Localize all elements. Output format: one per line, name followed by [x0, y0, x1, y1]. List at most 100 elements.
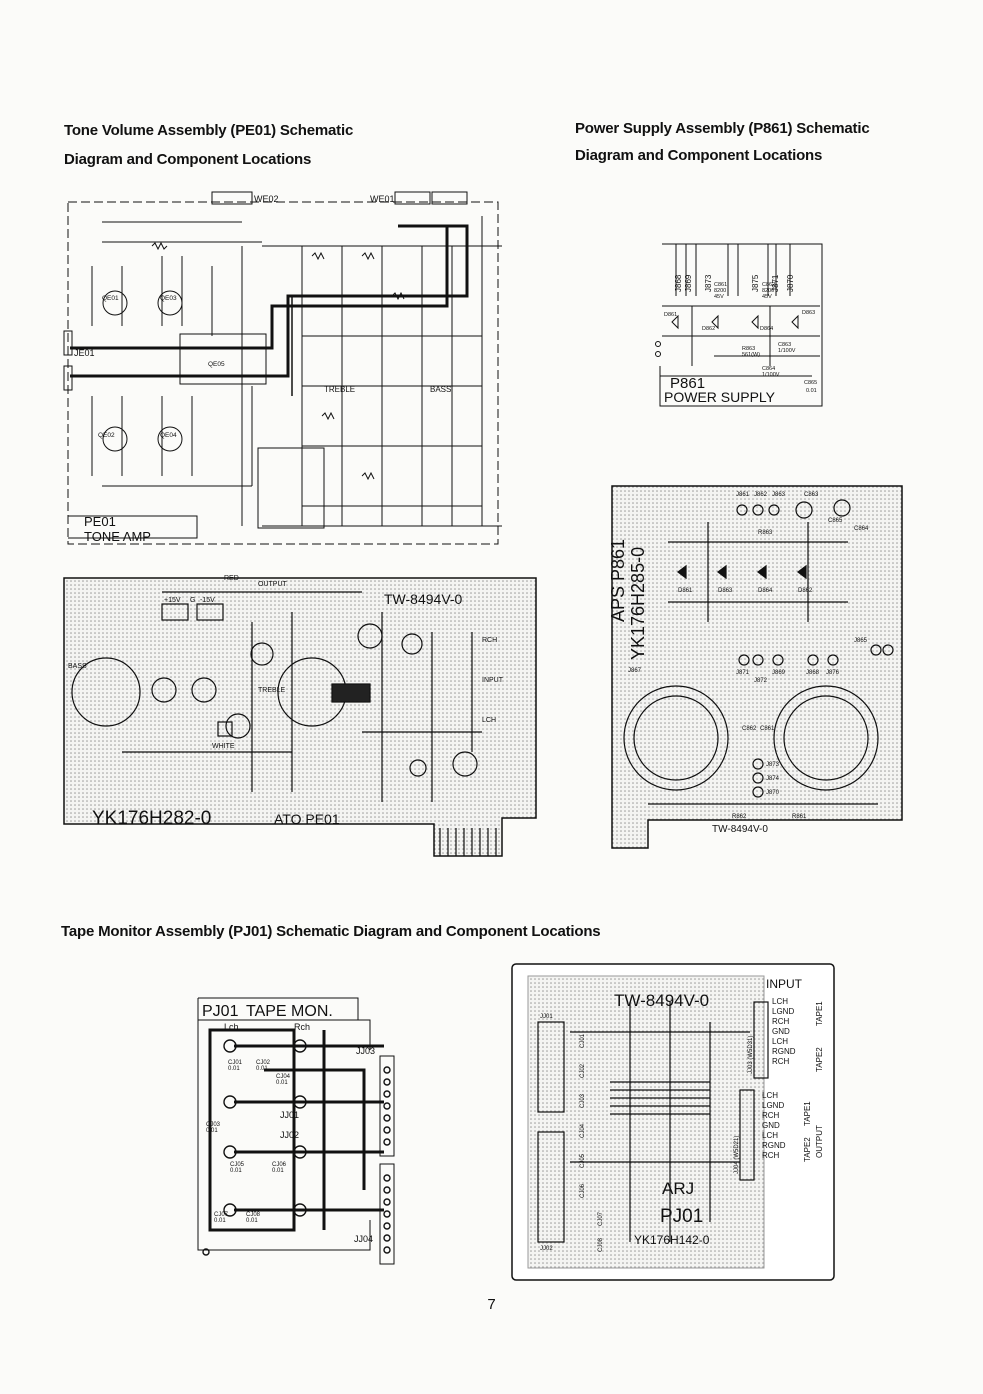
power-pcb-label-j863: J863 — [772, 492, 786, 498]
power-pcb-part-j876: J876 — [826, 670, 840, 676]
tape-schem-connector-jj02: JJ02 — [280, 1130, 299, 1140]
tape-pcb-jack-jj04: JJ04 (W5D21) — [734, 1136, 740, 1174]
tape-schem-connector-jj04: JJ04 — [354, 1234, 373, 1244]
power-schem-jumper-j873: J873 — [704, 274, 713, 292]
tape-pcb-input-pin-4: GND — [772, 1027, 790, 1036]
tape-pcb-board-code: YK176H142-0 — [634, 1233, 710, 1247]
tone-pcb-label-white: WHITE — [212, 743, 235, 750]
power-schem-part-c861-value: 8200 — [714, 288, 726, 294]
tape-schem-cap-cj01-value: 0.01 — [228, 1066, 240, 1072]
power-pcb-part-d861: D861 — [678, 588, 693, 594]
power-schem-jumper-j870: J870 — [786, 274, 795, 292]
power-heading-line2: Diagram and Component Locations — [575, 147, 823, 164]
power-schem-part-c862-voltage: 45V — [762, 294, 772, 300]
tape-pcb-cap-cj03: CJ03 — [580, 1093, 586, 1108]
power-schem-part-r863-value: 561(W) — [742, 352, 760, 358]
power-pcb-label-j862: J862 — [754, 492, 768, 498]
power-schem-part-r863: R863 — [742, 346, 755, 352]
tone-pcb-label-red: RED — [224, 575, 239, 582]
power-pcb-part-c861: C861 — [760, 726, 775, 732]
tone-schematic-diagram: WE02 WE01 JE01 QE01 QE03 QE02 QE04 QE05 … — [63, 191, 502, 545]
tape-schem-cap-cj08: CJ08 — [246, 1212, 261, 1218]
power-schem-part-d864: D864 — [760, 326, 773, 332]
tape-pcb-jack-jj02: JJ02 — [540, 1246, 553, 1252]
power-schem-part-c862: C862 — [762, 282, 775, 288]
power-pcb-part-j868: J868 — [806, 670, 820, 676]
tape-pcb-cap-cj02: CJ02 — [580, 1063, 586, 1078]
tone-schem-connector-we01: WE01 — [370, 194, 395, 204]
power-schematic-diagram: J868 J869 J873 J875 J871 J870 C861 8200 … — [655, 243, 823, 407]
power-pcb-part-c862: C862 — [742, 726, 757, 732]
power-schem-board-name: POWER SUPPLY — [664, 389, 776, 405]
tape-schem-cap-cj08-value: 0.01 — [246, 1218, 258, 1224]
tape-schem-cap-cj02: CJ02 — [256, 1060, 271, 1066]
tone-pcb-label-bass: BASS — [68, 663, 87, 670]
tape-pcb-input-tape2: TAPE2 — [815, 1047, 824, 1072]
power-pcb-side-name: APS P861 — [608, 539, 628, 622]
tape-pcb-part-number: TW-8494V-0 — [614, 991, 709, 1010]
tape-pcb-board-id: PJ01 — [660, 1206, 703, 1227]
tone-pcb-label-lch: LCH — [482, 717, 496, 724]
tone-pcb-label-output: OUTPUT — [258, 581, 288, 588]
tape-schem-cap-cj05-value: 0.01 — [230, 1168, 242, 1174]
tone-schem-board-name: TONE AMP — [84, 529, 151, 544]
power-pcb-part-j871: J871 — [736, 670, 750, 676]
power-schem-part-c863-value: 1/100V — [778, 348, 796, 354]
tone-schem-transistor-qe01: QE01 — [102, 295, 119, 302]
tone-pcb-label-rch: RCH — [482, 637, 497, 644]
tone-pcb-part-number: TW-8494V-0 — [384, 591, 463, 607]
tone-schem-transistor-qe02: QE02 — [98, 432, 115, 439]
tone-pcb-label-plus15v: +15V — [164, 597, 181, 604]
tape-schem-cap-cj06-value: 0.01 — [272, 1168, 284, 1174]
tape-pcb-output-pin-1: LCH — [762, 1091, 778, 1100]
tone-pcb-assembly: ATO PE01 — [274, 811, 340, 827]
power-heading-line1: Power Supply Assembly (P861) Schematic — [575, 120, 870, 137]
tape-pcb-jack-jj03: JJ03 (W5D31) — [748, 1036, 754, 1074]
power-pcb-part-d863: D863 — [718, 588, 733, 594]
tone-heading-line1: Tone Volume Assembly (PE01) Schematic — [64, 122, 354, 139]
tape-pcb-input-pin-2: LGND — [772, 1007, 794, 1016]
power-schem-part-c862-value: 8200 — [762, 288, 774, 294]
power-schem-part-c863: C863 — [778, 342, 791, 348]
power-schem-part-c865-value: 0.01 — [806, 388, 817, 394]
tone-pcb-label-g: G — [190, 597, 195, 604]
power-schem-part-d862: D862 — [702, 326, 715, 332]
power-pcb-label-c863: C863 — [804, 492, 819, 498]
tape-pcb-cap-cj04: CJ04 — [580, 1123, 586, 1138]
power-schem-jumper-j875: J875 — [751, 274, 760, 292]
tape-pcb-input-tape1: TAPE1 — [815, 1001, 824, 1026]
power-schem-jumper-j869: J869 — [684, 274, 693, 292]
power-schem-part-c861: C861 — [714, 282, 727, 288]
tone-pcb-label-minus15v: -15V — [200, 597, 215, 604]
power-pcb-label-r862: R862 — [732, 814, 747, 820]
tone-pcb-layout: TW-8494V-0 YK176H282-0 ATO PE01 BASS TRE… — [63, 575, 537, 857]
tape-pcb-assembly: ARJ — [662, 1179, 694, 1198]
tape-schem-channel-lch: Lch — [224, 1022, 239, 1032]
tape-pcb-layout: TW-8494V-0 INPUT LCH LGND RCH GND LCH RG… — [511, 963, 835, 1281]
tape-schem-cap-cj01: CJ01 — [228, 1060, 243, 1066]
tape-heading: Tape Monitor Assembly (PJ01) Schematic D… — [61, 923, 601, 940]
power-schem-part-c861-voltage: 45V — [714, 294, 724, 300]
tape-schem-connector-jj03: JJ03 — [356, 1046, 375, 1056]
power-pcb-label-j861: J861 — [736, 492, 750, 498]
tape-schem-connector-jj01: JJ01 — [280, 1110, 299, 1120]
tone-pcb-label-input: INPUT — [482, 677, 504, 684]
tone-pcb-label-treble: TREBLE — [258, 687, 286, 694]
tone-pcb-board-code: YK176H282-0 — [92, 808, 211, 829]
tone-schem-transistor-qe05: QE05 — [208, 361, 225, 368]
tape-pcb-cap-cj01: CJ01 — [580, 1033, 586, 1048]
tape-pcb-input-pin-7: RCH — [772, 1057, 790, 1066]
tape-pcb-output-pin-3: RCH — [762, 1111, 780, 1120]
tape-schematic-diagram: PJ01 TAPE MON. Lch Rch JJ03 JJ01 JJ02 JJ… — [197, 997, 395, 1265]
tape-schem-cap-cj03: CJ03 — [206, 1122, 221, 1128]
tape-pcb-cap-cj06: CJ06 — [580, 1183, 586, 1198]
power-schem-part-c864-value: 1/100V — [762, 372, 780, 378]
tape-pcb-output-label: OUTPUT — [815, 1125, 824, 1158]
tone-schem-bass-label: BASS — [430, 385, 451, 394]
tape-pcb-cap-cj07: CJ07 — [598, 1211, 604, 1226]
power-pcb-label-r861: R861 — [792, 814, 807, 820]
power-schem-jumper-j871: J871 — [771, 274, 780, 292]
power-pcb-part-j865: J865 — [854, 638, 868, 644]
tone-schem-treble-label: TREBLE — [324, 385, 355, 394]
power-pcb-part-d862: D862 — [798, 588, 813, 594]
